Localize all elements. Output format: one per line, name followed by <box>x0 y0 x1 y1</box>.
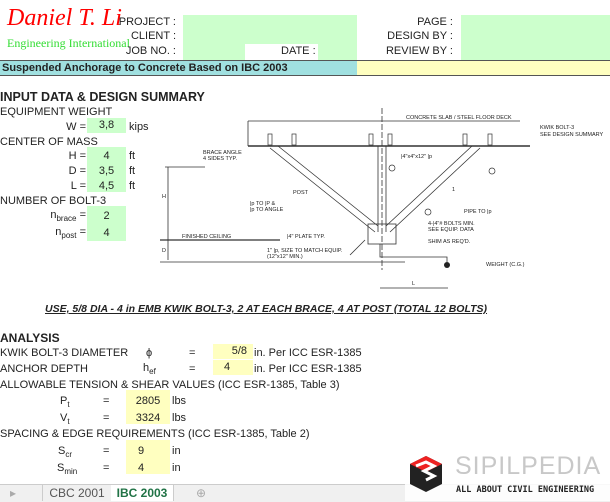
l-symbol: L = <box>70 180 86 192</box>
add-sheet-icon[interactable]: ⊕ <box>196 486 207 500</box>
h-symbol: H = <box>68 150 86 162</box>
svg-text:|p TO ANGLE: |p TO ANGLE <box>250 207 284 213</box>
h-unit: ft <box>129 150 136 162</box>
bolt-input-box <box>87 206 126 241</box>
svg-text:|4"x4"x12" |p: |4"x4"x12" |p <box>401 154 432 160</box>
depth-value: 4 <box>213 360 253 375</box>
svg-text:SHIM AS REQ'D.: SHIM AS REQ'D. <box>428 239 471 245</box>
title-bar: Suspended Anchorage to Concrete Based on… <box>0 60 610 76</box>
design-summary: USE, 5/8 DIA - 4 in EMB KWIK BOLT-3, 2 A… <box>45 303 488 315</box>
svg-text:BRACE ANGLE: BRACE ANGLE <box>203 150 242 156</box>
tab-cbc-2001[interactable]: CBC 2001 <box>42 485 112 501</box>
w-input[interactable]: 3,8 <box>87 118 126 133</box>
review-by-label: REVIEW BY : <box>385 45 453 57</box>
nbrace-input[interactable]: 2 <box>103 210 110 222</box>
svg-text:|4" PLATE TYP.: |4" PLATE TYP. <box>287 234 325 240</box>
vt-unit: lbs <box>172 412 187 424</box>
svg-text:L: L <box>412 281 415 287</box>
smin-symbol: Smin <box>57 462 78 476</box>
spacing-label: SPACING & EDGE REQUIREMENTS (ICC ESR-138… <box>0 428 310 440</box>
logo-subtitle: Engineering International <box>7 36 130 50</box>
svg-text:PIPE TO |p: PIPE TO |p <box>464 209 492 215</box>
equals: = <box>189 347 196 359</box>
pt-symbol: Pt <box>60 395 70 409</box>
nbrace-symbol: nbrace = <box>50 209 86 223</box>
svg-text:|p TO |P &: |p TO |P & <box>250 201 276 207</box>
diameter-value: 5/8 <box>213 344 253 359</box>
equals: = <box>103 462 110 474</box>
smin-unit: in <box>172 462 181 474</box>
svg-text:4-|4"# BOLTS MIN.: 4-|4"# BOLTS MIN. <box>428 221 475 227</box>
bolt-label: NUMBER OF BOLT-3 <box>0 195 107 207</box>
svg-text:CONCRETE SLAB / STEEL FLOOR DE: CONCRETE SLAB / STEEL FLOOR DECK <box>406 115 512 121</box>
l-unit: ft <box>129 180 136 192</box>
depth-label: ANCHOR DEPTH <box>0 363 89 375</box>
w-symbol: W = <box>66 121 86 133</box>
design-by-label: DESIGN BY : <box>387 30 453 42</box>
diameter-symbol: ϕ <box>146 347 153 359</box>
d-symbol: D = <box>68 165 86 177</box>
smin-value: 4 <box>138 462 145 474</box>
svg-text:(12"x12" MIN.): (12"x12" MIN.) <box>267 254 303 260</box>
svg-text:H: H <box>162 194 166 200</box>
svg-text:SEE DESIGN SUMMARY: SEE DESIGN SUMMARY <box>540 132 603 138</box>
analysis-heading: ANALYSIS <box>0 331 60 345</box>
sipilpedia-watermark: SIPILPEDIA ALL ABOUT CIVIL ENGINEERING <box>405 452 610 501</box>
anchorage-detail-diagram: CONCRETE SLAB / STEEL FLOOR DECK KWIK BO… <box>160 108 603 289</box>
page-label: PAGE : <box>417 16 453 28</box>
watermark-name: SIPILPEDIA <box>455 452 602 480</box>
h-input[interactable]: 4 <box>103 150 110 162</box>
weight-label: EQUIPMENT WEIGHT <box>0 106 113 118</box>
project-label: PROJECT : <box>118 16 176 28</box>
equals: = <box>103 412 110 424</box>
svg-text:SEE EQUIP. DATA: SEE EQUIP. DATA <box>428 227 474 233</box>
scr-symbol: Scr <box>58 445 73 459</box>
diameter-label: KWIK BOLT-3 DIAMETER <box>0 347 129 359</box>
w-unit: kips <box>129 121 149 133</box>
scr-value: 9 <box>138 445 145 457</box>
pt-unit: lbs <box>172 395 187 407</box>
depth-symbol: hef <box>143 362 156 376</box>
sipilpedia-logo-icon <box>410 456 442 492</box>
npost-input[interactable]: 4 <box>103 227 110 239</box>
allowable-label: ALLOWABLE TENSION & SHEAR VALUES (ICC ES… <box>0 379 340 391</box>
tab-scroll-icon[interactable]: ▸ <box>10 486 17 500</box>
tab-ibc-2003[interactable]: IBC 2003 <box>111 485 174 501</box>
svg-text:FINISHED CEILING: FINISHED CEILING <box>182 234 231 240</box>
com-input-box <box>87 147 126 192</box>
spacing-box <box>126 440 170 474</box>
depth-note: in. Per ICC ESR-1385 <box>254 363 362 375</box>
com-label: CENTER OF MASS <box>0 136 98 148</box>
svg-text:POST: POST <box>293 190 309 196</box>
equals: = <box>103 445 110 457</box>
svg-text:4 SIDES TYP.: 4 SIDES TYP. <box>203 156 238 162</box>
watermark-tagline: ALL ABOUT CIVIL ENGINEERING <box>456 485 595 495</box>
date-cell <box>245 44 318 61</box>
svg-text:1: 1 <box>452 187 455 193</box>
svg-text:WEIGHT (C.G.): WEIGHT (C.G.) <box>486 262 525 268</box>
equals: = <box>103 395 110 407</box>
svg-text:1" |p, SIZE TO MATCH EQUIP.: 1" |p, SIZE TO MATCH EQUIP. <box>267 248 343 254</box>
diameter-note: in. Per ICC ESR-1385 <box>254 347 362 359</box>
allowable-box <box>126 390 170 424</box>
input-heading: INPUT DATA & DESIGN SUMMARY <box>0 90 205 104</box>
vt-value: 3324 <box>135 412 161 424</box>
pt-value: 2805 <box>135 395 161 407</box>
d-unit: ft <box>129 165 136 177</box>
job-label: JOB NO. : <box>125 45 176 57</box>
l-input[interactable]: 4,5 <box>98 180 115 192</box>
date-label: DATE : <box>281 45 316 57</box>
vt-symbol: Vt <box>60 412 70 426</box>
npost-symbol: npost = <box>55 226 86 240</box>
svg-text:D: D <box>162 248 166 254</box>
d-input[interactable]: 3,5 <box>98 165 115 177</box>
svg-text:KWIK BOLT-3: KWIK BOLT-3 <box>540 125 574 131</box>
scr-unit: in <box>172 445 181 457</box>
client-label: CLIENT : <box>130 30 176 42</box>
equals: = <box>189 363 196 375</box>
logo-name: Daniel T. Li <box>7 5 122 31</box>
sheet-title: Suspended Anchorage to Concrete Based on… <box>2 62 288 74</box>
page-field[interactable] <box>461 15 610 61</box>
